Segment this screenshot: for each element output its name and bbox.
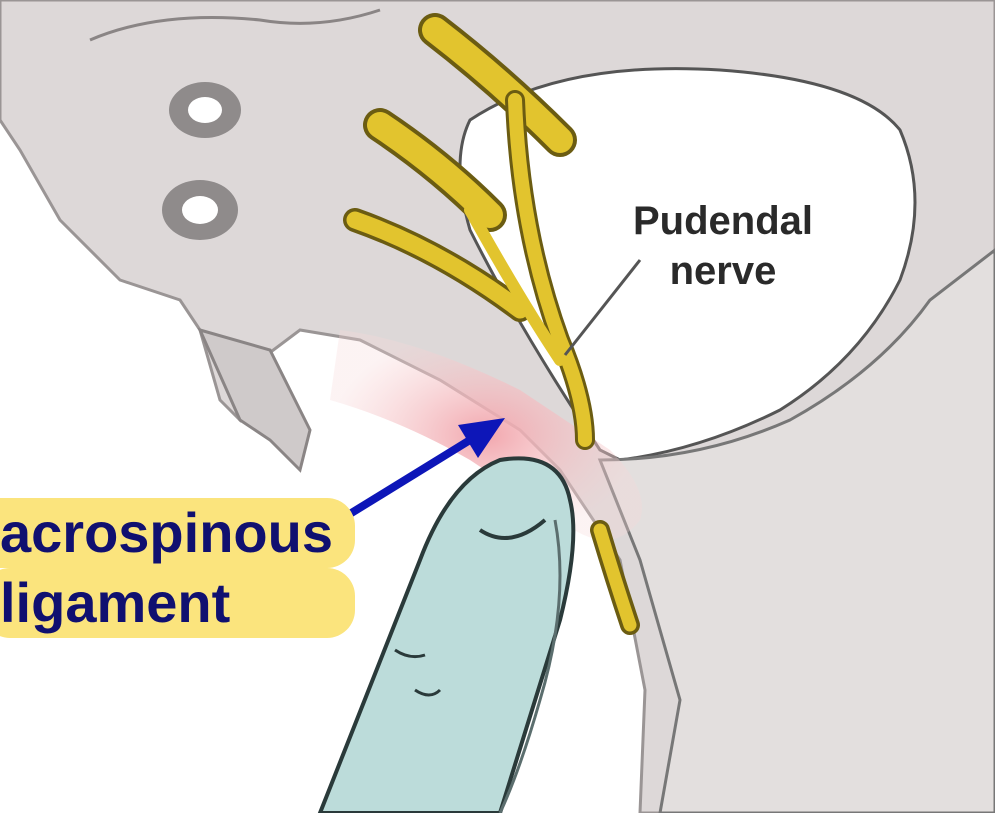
pudendal-label-line-1: Pudendal bbox=[598, 196, 848, 246]
sacrospinous-ligament-label: acrospinous ligament bbox=[0, 498, 355, 638]
sacral-foramen bbox=[182, 196, 218, 224]
coccyx bbox=[200, 330, 310, 470]
ligament-label-line-2: ligament bbox=[0, 568, 355, 638]
pudendal-nerve-label: Pudendal nerve bbox=[598, 196, 848, 296]
sacral-foramen bbox=[188, 97, 222, 123]
pudendal-label-line-2: nerve bbox=[598, 246, 848, 296]
ligament-label-line-1: acrospinous bbox=[0, 498, 355, 568]
